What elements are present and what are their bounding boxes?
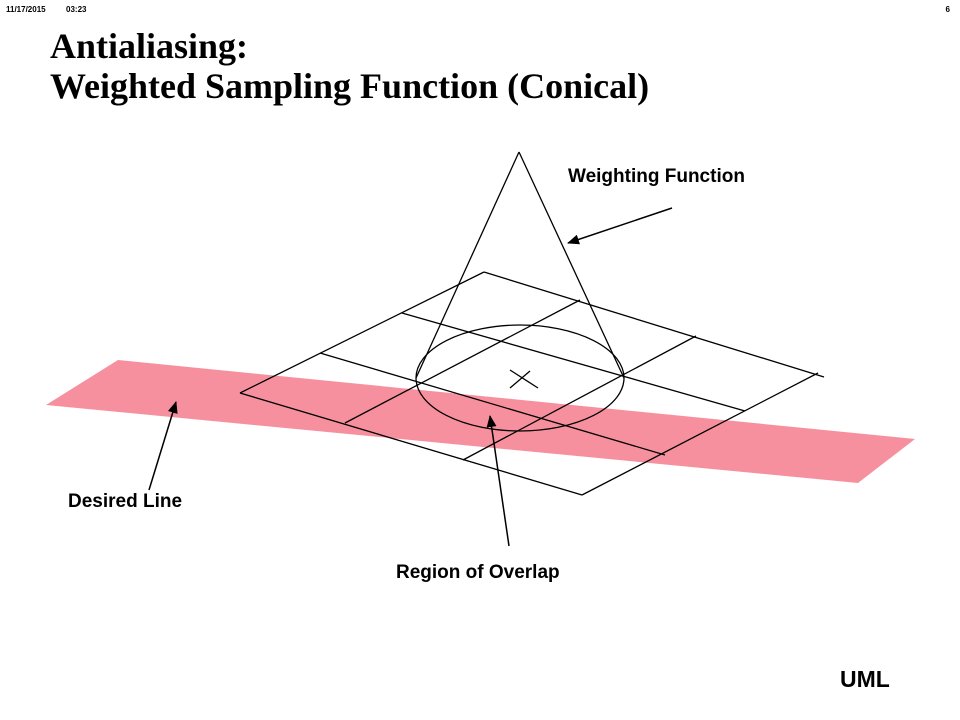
page-number: 6 [945, 5, 950, 14]
grid-line [462, 335, 697, 461]
organization-label: UML [840, 666, 890, 692]
desired-line-arrow [148, 401, 178, 491]
desired-line-band [46, 360, 915, 483]
title-line-1: Antialiasing: [50, 26, 249, 66]
header-time: 03:23 [66, 5, 87, 14]
cone-left-edge [415, 151, 520, 379]
desired-line-label: Desired Line [68, 491, 183, 512]
grid-line [239, 392, 583, 496]
weighting-function-arrow [567, 207, 673, 245]
cone-right-edge [518, 151, 625, 379]
grid-line [344, 299, 581, 424]
cone-weighting-function [415, 151, 625, 432]
grid-line [239, 271, 485, 394]
pixel-grid [239, 271, 825, 496]
region-of-overlap-arrow [486, 415, 510, 547]
slide-title: Antialiasing: Weighted Sampling Function… [50, 26, 649, 106]
weighting-function-label: Weighting Function [568, 166, 745, 187]
title-line-2: Weighted Sampling Function (Conical) [50, 66, 650, 106]
pixel-center-mark [509, 369, 539, 389]
grid-line [483, 271, 825, 378]
grid-line [401, 312, 746, 412]
grid-line [319, 352, 666, 456]
grid-line [581, 372, 819, 496]
header-date: 11/17/2015 [6, 5, 46, 14]
region-of-overlap-label: Region of Overlap [396, 562, 560, 583]
pixel-center-mark [509, 370, 531, 389]
